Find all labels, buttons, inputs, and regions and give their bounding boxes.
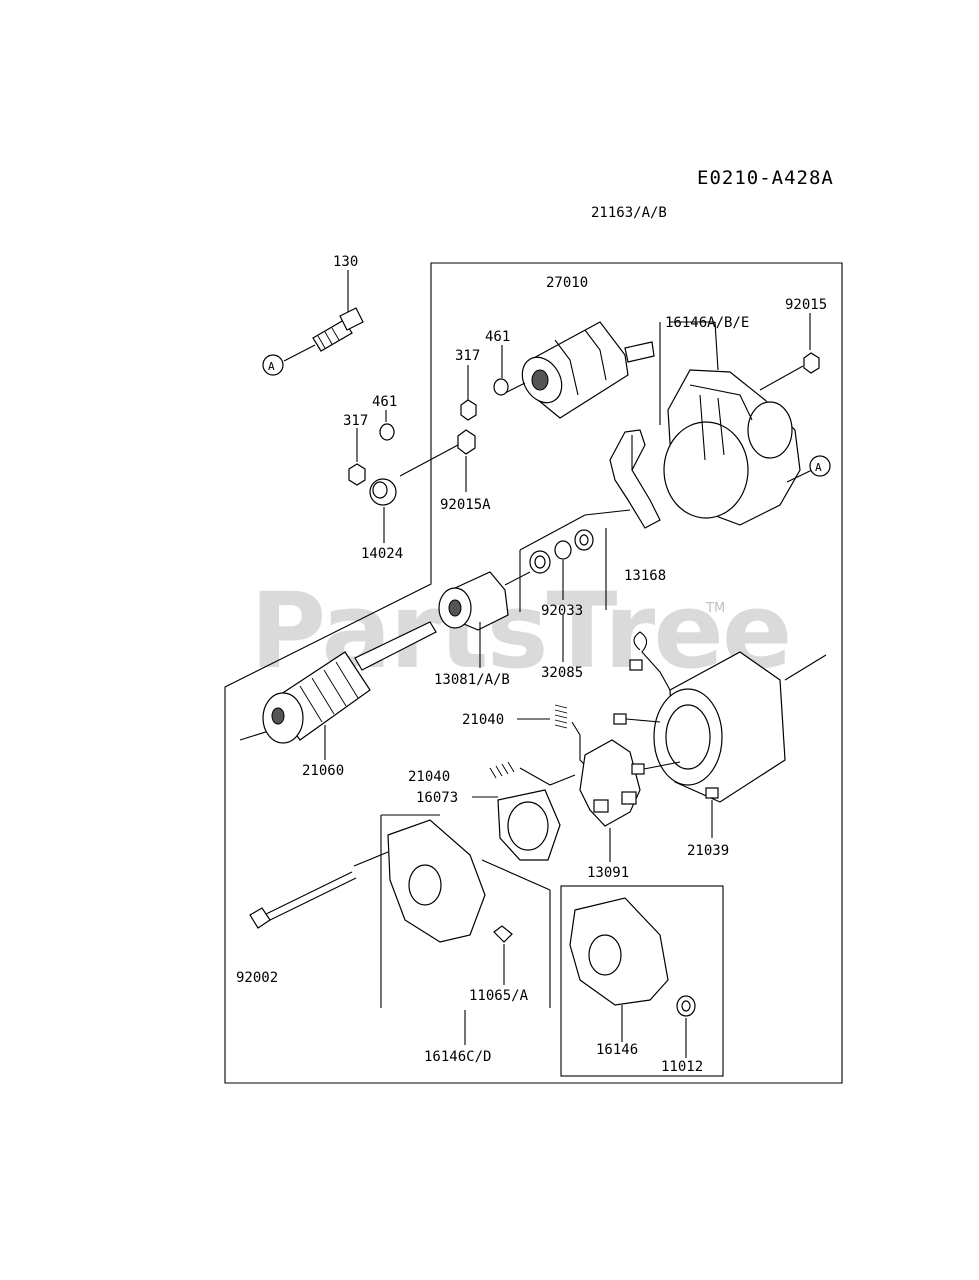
callout-11012: 11012: [661, 1059, 703, 1075]
callout-21039: 21039: [687, 843, 729, 859]
ref-marker-a-right: A: [786, 455, 831, 483]
callout-92033: 92033: [541, 603, 583, 619]
yoke-field-coil[interactable]: [613, 631, 827, 838]
solenoid-27010[interactable]: [504, 321, 655, 419]
nut-92015[interactable]: [759, 313, 820, 391]
callout-130: 130: [333, 254, 358, 270]
callout-92015a: 92015A: [440, 497, 491, 513]
callout-13081: 13081/A/B: [434, 672, 510, 688]
assembly-number: 21163/A/B: [591, 205, 667, 221]
callout-16146abe: 16146A/B/E: [665, 315, 749, 331]
callout-21060: 21060: [302, 763, 344, 779]
nut-317-lower[interactable]: [348, 428, 366, 486]
cap-11012[interactable]: [676, 995, 696, 1058]
callout-461-upper: 461: [485, 329, 510, 345]
bushing-14024[interactable]: [369, 478, 397, 543]
plate-16073[interactable]: [472, 789, 561, 861]
callout-32085: 32085: [541, 665, 583, 681]
ref-marker-a-left: A: [262, 354, 284, 376]
nut-317-upper[interactable]: [460, 365, 477, 421]
callout-16146: 16146: [596, 1042, 638, 1058]
callout-317-lower: 317: [343, 413, 368, 429]
callout-92002: 92002: [236, 970, 278, 986]
lock-washer-461-lower[interactable]: [379, 410, 395, 441]
through-bolt-92002[interactable]: [249, 851, 389, 929]
callout-317-upper: 317: [455, 348, 480, 364]
callout-16146cd: 16146C/D: [424, 1049, 491, 1065]
shift-lever[interactable]: [609, 429, 661, 529]
rear-cover-16146[interactable]: [569, 897, 669, 1042]
callout-13091: 13091: [587, 865, 629, 881]
bolt-130[interactable]: [283, 270, 364, 362]
callout-14024: 14024: [361, 546, 403, 562]
callout-21040-lower: 21040: [408, 769, 450, 785]
callout-13168: 13168: [624, 568, 666, 584]
callout-21040-upper: 21040: [462, 712, 504, 728]
rear-cover-16146cd[interactable]: [380, 814, 551, 1045]
brush-holder-13091[interactable]: [579, 739, 641, 862]
lock-washer-461-upper[interactable]: [493, 345, 509, 396]
watermark-trademark: TM: [705, 601, 725, 616]
inset-frame: [560, 885, 724, 1077]
armature-21060[interactable]: [239, 621, 437, 760]
callout-27010: 27010: [546, 275, 588, 291]
callout-16073: 16073: [416, 790, 458, 806]
svg-text:A: A: [268, 360, 275, 373]
spring-21040-lower[interactable]: [489, 761, 576, 786]
callout-92015: 92015: [785, 297, 827, 313]
nut-92015a[interactable]: [399, 429, 476, 492]
assembly-frame: [224, 262, 843, 1084]
bracket-13168: [519, 509, 631, 612]
front-housing-16146abe[interactable]: [659, 321, 801, 526]
washer-set[interactable]: [529, 529, 594, 662]
callout-461-lower: 461: [372, 394, 397, 410]
diagram-ref-code: E0210-A428A: [697, 167, 834, 189]
callout-11065: 11065/A: [469, 988, 529, 1004]
svg-text:A: A: [815, 461, 822, 474]
clutch-13081[interactable]: [438, 571, 531, 668]
